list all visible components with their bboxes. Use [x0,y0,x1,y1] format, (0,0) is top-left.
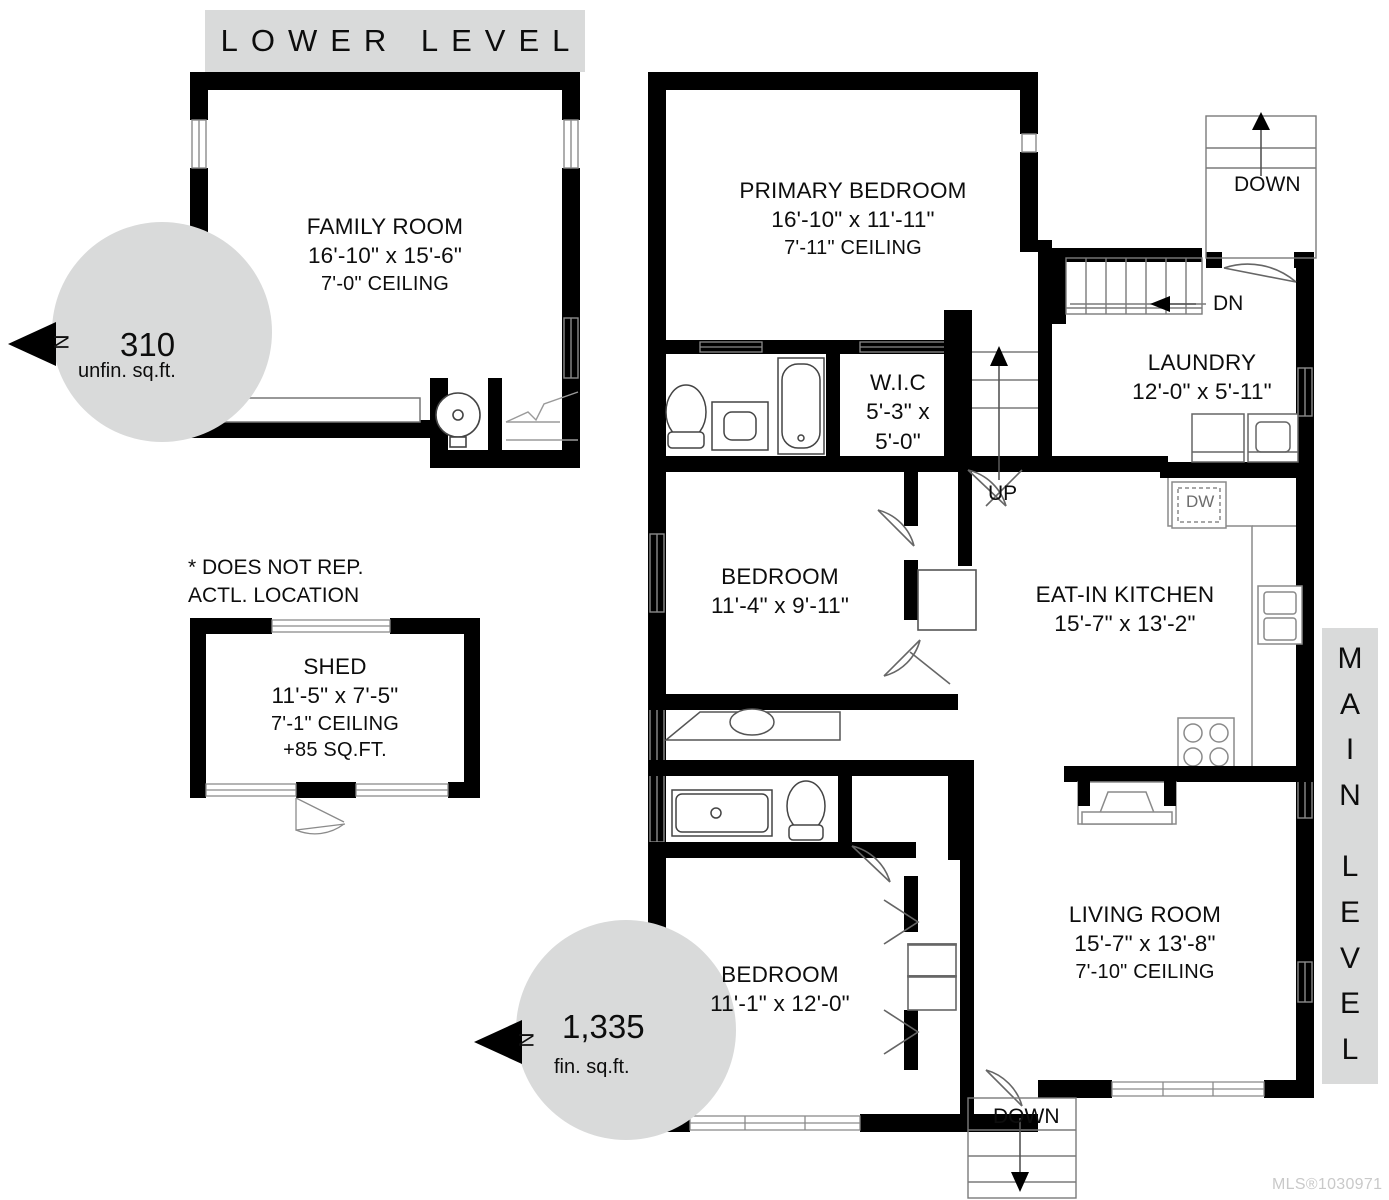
lower-level-banner: LOWER LEVEL [205,10,585,72]
primary-bedroom-ceiling: 7'-11" CEILING [784,236,922,259]
finished-area-badge: N 1,335 fin. sq.ft. [462,920,736,1140]
bedroom-2-dimensions: 11'-4" x 9'-11" [710,593,850,619]
unfinished-area-unit: unfin. sq.ft. [78,360,176,382]
family-room-dimensions: 16'-10" x 15'-6" [307,243,463,269]
finished-area-unit: fin. sq.ft. [554,1056,630,1078]
bedroom-3-name: BEDROOM [721,962,839,987]
living-room-name: LIVING ROOM [1068,902,1222,927]
shed-disclaimer-note: * DOES NOT REP. ACTL. LOCATION [188,556,364,608]
bedroom-3-dimensions: 11'-1" x 12'-0" [710,991,850,1017]
room-label-laundry: LAUNDRY 12'-0" x 5'-11" [1082,348,1322,407]
main-level-letter-i: I [1345,733,1355,767]
stair-label-up-primary: UP [988,482,1018,505]
family-room-ceiling: 7'-0" CEILING [320,272,449,295]
main-level-letter-l2: L [1341,1032,1359,1066]
main-level-letter-l: L [1341,850,1359,884]
main-level-letter-m: M [1337,642,1363,675]
room-label-shed: SHED 11'-5" x 7'-5" 7'-1" CEILING +85 SQ… [185,652,485,763]
laundry-dimensions: 12'-0" x 5'-11" [1132,379,1272,405]
primary-bedroom-name: PRIMARY BEDROOM [739,178,967,203]
bedroom-2-name: BEDROOM [721,564,839,589]
main-level-letter-e1: E [1339,895,1360,929]
main-level-letter-a: A [1339,687,1360,721]
main-level-letter-e2: E [1339,987,1360,1021]
laundry-name: LAUNDRY [1147,350,1257,375]
compass-n-label: N [515,1032,539,1048]
mls-watermark: MLS®1030971 [1272,1176,1383,1193]
unfinished-area-badge: N 310 unfin. sq.ft. [0,222,272,442]
main-level-letter-n: N [1339,778,1361,812]
living-room-dimensions: 15'-7" x 13'-8" [1074,931,1216,957]
eat-in-kitchen-name: EAT-IN KITCHEN [1035,582,1215,607]
compass-n-label: N [50,334,74,350]
dishwasher-label: DW [1186,492,1215,511]
wic-dimensions-line1: 5'-3" x [866,399,930,425]
main-level-letter-v: V [1339,941,1360,975]
eat-in-kitchen-dimensions: 15'-7" x 13'-2" [1054,611,1196,637]
stair-label-down-bottom: DOWN [993,1105,1060,1128]
room-label-bedroom-2: BEDROOM 11'-4" x 9'-11" [665,562,895,621]
badge-circle [52,222,272,442]
living-room-ceiling: 7'-10" CEILING [1075,960,1215,983]
lower-level-label: LOWER LEVEL [220,23,583,58]
stair-label-dn-laundry: DN [1213,292,1244,315]
badge-circle [516,920,736,1140]
shed-ceiling: 7'-1" CEILING [270,712,399,735]
room-label-primary-bedroom: PRIMARY BEDROOM 16'-10" x 11'-11" 7'-11"… [678,176,1028,261]
main-level-banner: M A I N L E V E L [1322,628,1378,1084]
wic-dimensions-line2: 5'-0" [875,428,921,454]
unfinished-area-value: 310 [120,326,176,363]
shed-name: SHED [303,654,367,679]
north-arrow-icon [8,322,56,366]
family-room-name: FAMILY ROOM [306,214,464,239]
stair-label-down-top-right: DOWN [1234,173,1301,196]
wic-name: W.I.C [870,370,926,395]
shed-area: +85 SQ.FT. [283,738,387,761]
primary-bedroom-dimensions: 16'-10" x 11'-11" [771,207,935,233]
shed-dimensions: 11'-5" x 7'-5" [271,683,399,709]
room-label-family-room: FAMILY ROOM 16'-10" x 15'-6" 7'-0" CEILI… [210,212,560,297]
finished-area-value: 1,335 [562,1008,645,1045]
room-label-eat-in-kitchen: EAT-IN KITCHEN 15'-7" x 13'-2" [1000,580,1250,639]
room-label-living-room: LIVING ROOM 15'-7" x 13'-8" 7'-10" CEILI… [1020,900,1270,985]
room-label-bedroom-3: BEDROOM 11'-1" x 12'-0" [665,960,895,1019]
north-arrow-icon [474,1020,522,1064]
room-label-wic: W.I.C 5'-3" x 5'-0" [846,368,950,456]
